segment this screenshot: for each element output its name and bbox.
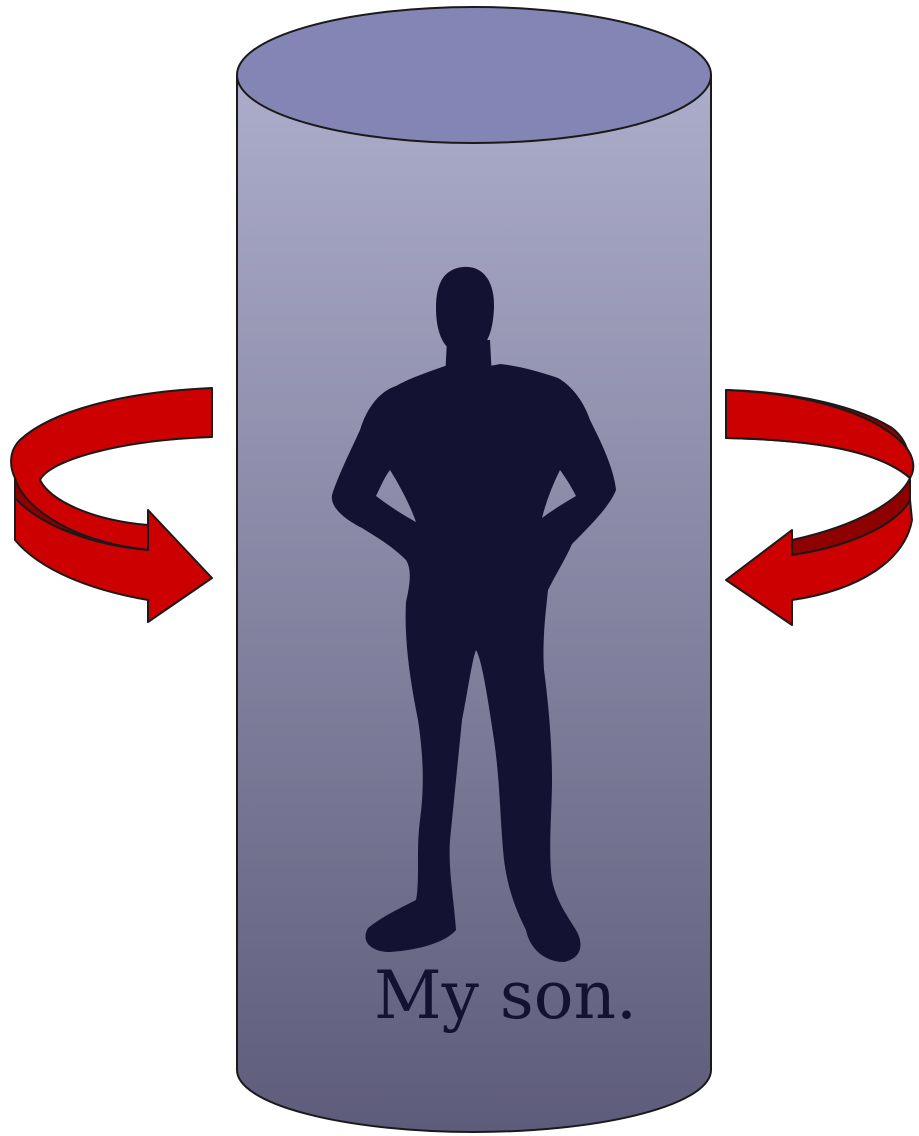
caption-text: My son. [374,957,637,1034]
cylinder-top [237,7,711,143]
rotate-arrow-right-icon [726,390,913,625]
rotate-arrow-right-top [726,390,913,478]
rotate-arrow-left-icon [11,388,212,622]
